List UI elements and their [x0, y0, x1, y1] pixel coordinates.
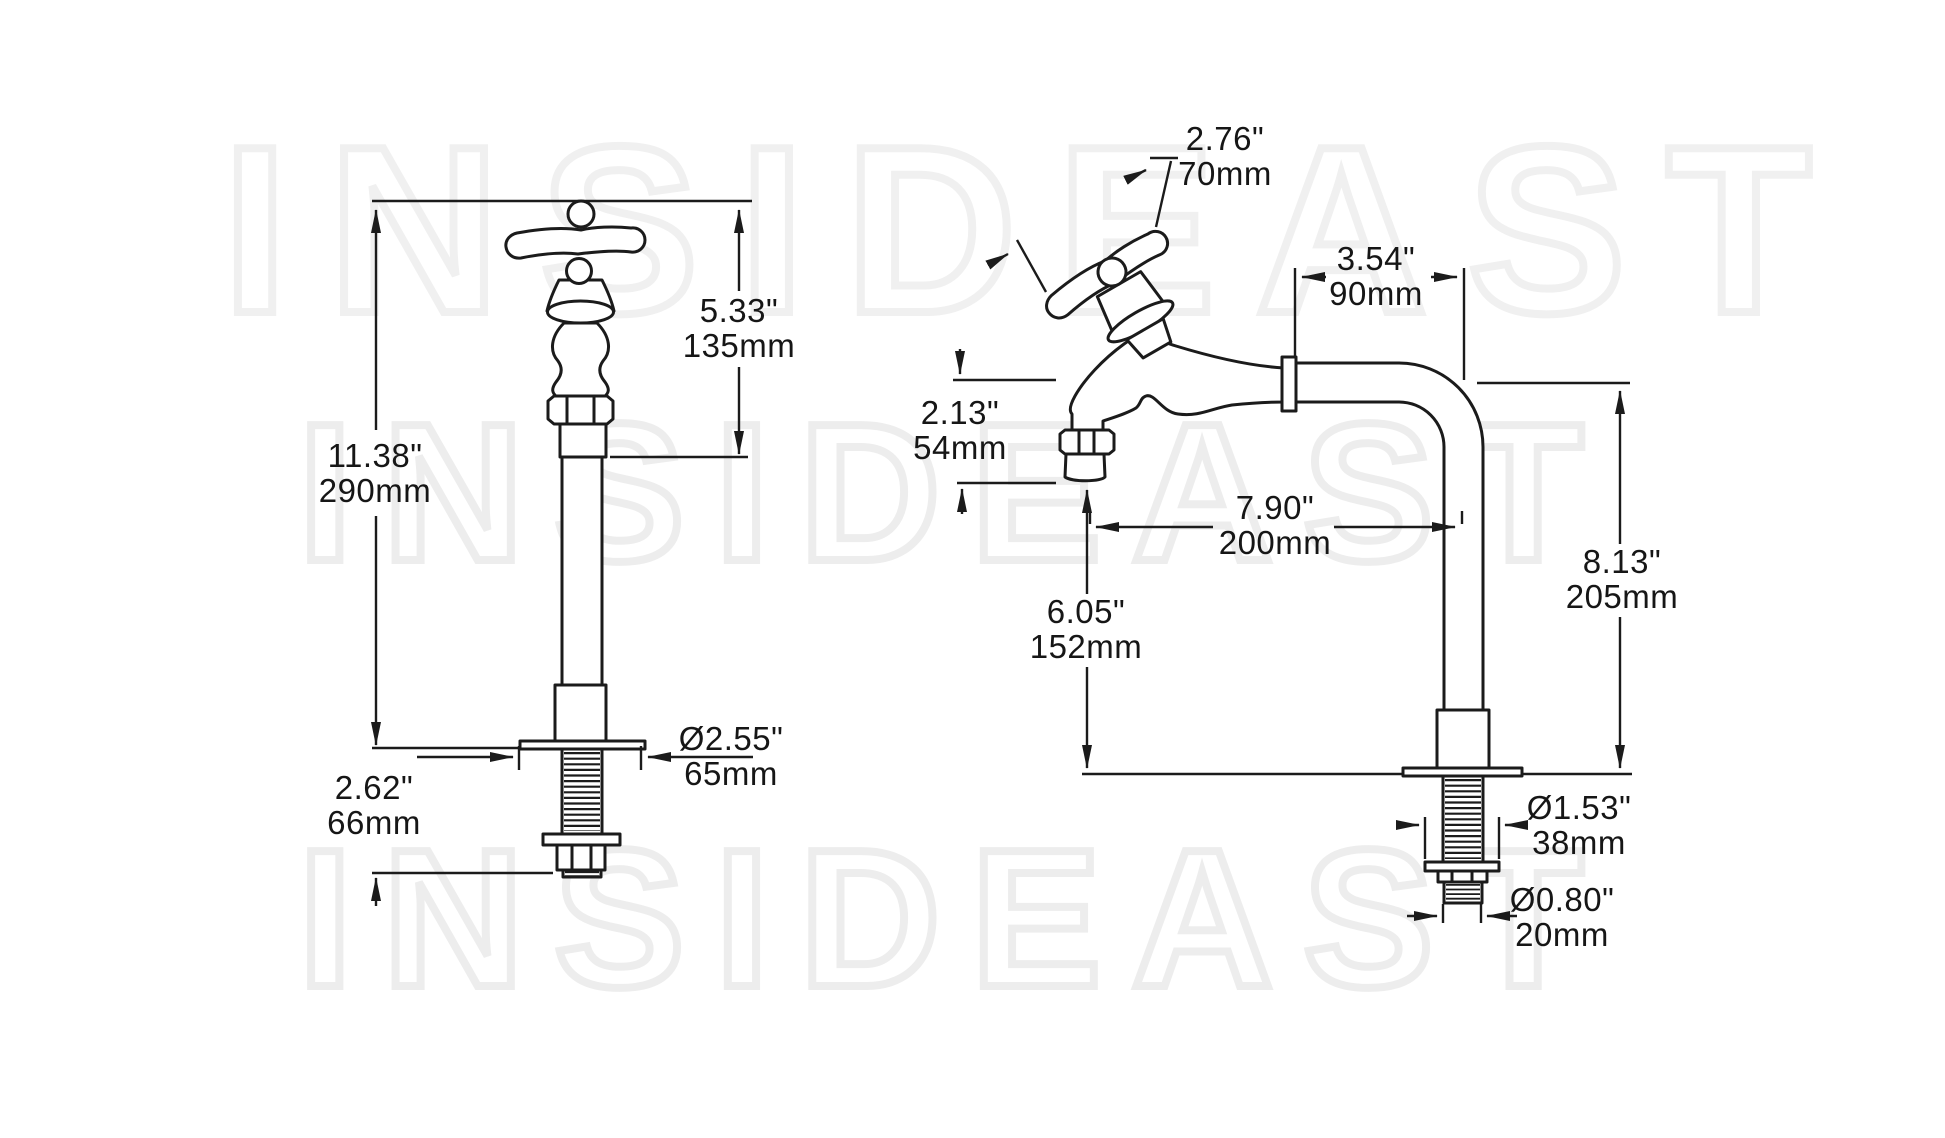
dim-label-base-flange-diameter: Ø2.55" 65mm [678, 720, 784, 792]
front-collar-ring [546, 299, 615, 325]
dim-value-metric: 20mm [1515, 916, 1609, 953]
front-riser-pipe [560, 455, 604, 687]
side-handle-hub [1096, 256, 1128, 288]
dim-value-inches: 8.13" [1582, 543, 1662, 581]
dim-value-metric: 66mm [327, 804, 421, 841]
dim-value-inches: Ø1.53" [1526, 789, 1632, 827]
dim-label-shank-flange-diameter: Ø1.53" 38mm [1526, 789, 1632, 861]
dim-value-inches: Ø0.80" [1509, 881, 1615, 919]
dim-value-inches: 11.38" [327, 437, 423, 475]
dim-value-inches: 2.76" [1185, 120, 1265, 158]
dimension-lines-front [371, 199, 753, 906]
dim-value-inches: 5.33" [699, 292, 779, 330]
dim-label-overall-height: 11.38" 290mm [318, 437, 432, 509]
side-union-flange [1280, 355, 1298, 413]
dim-value-metric: 90mm [1329, 275, 1423, 312]
dim-value-metric: 135mm [682, 327, 796, 364]
side-cross-handle [1045, 229, 1175, 360]
dim-value-metric: 205mm [1565, 578, 1679, 615]
front-base-sleeve [553, 683, 608, 743]
side-pipe-bend [1281, 361, 1485, 713]
watermark-layer: INSIDEAST INSIDEAST INSIDEAST [218, 94, 1852, 1032]
dim-value-inches: 3.54" [1336, 240, 1416, 278]
front-lock-nut [555, 843, 607, 872]
dim-value-metric: 200mm [1218, 524, 1332, 561]
front-view-faucet [504, 199, 647, 879]
side-neck [1125, 317, 1173, 360]
watermark-text: INSIDEAST [298, 809, 1613, 1028]
front-hex-nut [546, 394, 615, 426]
dim-value-metric: 38mm [1532, 824, 1626, 861]
dim-value-inches: 7.90" [1235, 489, 1315, 527]
front-handle-hub [565, 257, 593, 285]
dim-label-thread-diameter: Ø0.80" 20mm [1509, 881, 1615, 953]
front-cross-handle [504, 199, 647, 285]
dim-value-inches: 2.62" [334, 769, 414, 807]
front-thread-tip [561, 868, 603, 879]
dimension-lines-side [953, 156, 1632, 923]
front-nut-collar [558, 422, 608, 459]
front-threaded-shank [560, 747, 604, 836]
dim-label-riser-height: 8.13" 205mm [1565, 543, 1679, 615]
side-outlet-tube [1063, 452, 1107, 483]
dim-label-spout-top-offset: 3.54" 90mm [1329, 240, 1423, 312]
front-lock-washer [541, 832, 622, 847]
dim-value-metric: 152mm [1029, 628, 1143, 665]
side-valve-body [1068, 330, 1286, 433]
side-view-faucet [1045, 229, 1524, 905]
dim-value-inches: Ø2.55" [678, 720, 784, 758]
dim-label-upper-section: 5.33" 135mm [682, 292, 796, 364]
dim-label-handle-width: 2.76" 70mm [1178, 120, 1272, 192]
watermark-text: INSIDEAST [298, 383, 1613, 602]
dim-label-spout-reach: 7.90" 200mm [1218, 489, 1332, 561]
dim-label-outlet-drop: 2.13" 54mm [913, 394, 1007, 466]
side-thread-tip [1442, 880, 1484, 905]
front-handle-top-ball [566, 199, 596, 229]
front-gland-body [551, 321, 610, 399]
side-threaded-shank [1441, 774, 1485, 864]
side-lock-nut [1436, 869, 1489, 884]
dim-label-outlet-height: 6.05" 152mm [1029, 593, 1143, 665]
dim-value-metric: 290mm [318, 472, 432, 509]
dim-value-inches: 2.13" [920, 394, 1000, 432]
dim-label-shank-length: 2.62" 66mm [327, 769, 421, 841]
side-outlet [1058, 428, 1116, 483]
side-base-sleeve [1435, 708, 1491, 770]
dim-value-metric: 70mm [1178, 155, 1272, 192]
dim-value-metric: 54mm [913, 429, 1007, 466]
side-outlet-nut [1058, 428, 1116, 456]
watermark-text: INSIDEAST [222, 98, 1852, 363]
dim-value-metric: 65mm [684, 755, 778, 792]
dim-value-inches: 6.05" [1046, 593, 1126, 631]
